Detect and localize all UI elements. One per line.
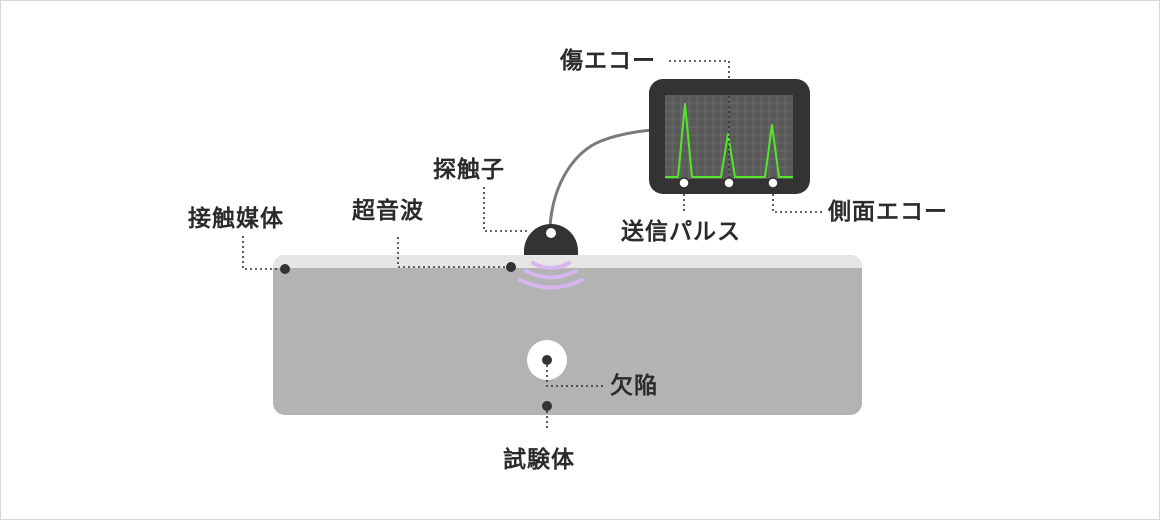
probe-cable (548, 128, 654, 228)
label-couplant: 接触媒体 (188, 206, 284, 232)
label-defect: 欠陥 (610, 373, 658, 399)
label-flaw-echo: 傷エコー (560, 48, 656, 74)
specimen-dot (542, 401, 552, 411)
label-ultrasonic-wave: 超音波 (352, 198, 424, 224)
waveform (665, 103, 793, 178)
transducer-leader (483, 187, 528, 232)
label-back-echo: 側面エコー (828, 199, 948, 225)
transmitted-pulse-marker (678, 177, 690, 189)
specimen-block (273, 255, 862, 415)
ultrasonic-wave-icon (518, 261, 584, 290)
leader-lines (242, 60, 823, 429)
ultrasonic-leader (397, 237, 511, 268)
flaw-echo-marker (723, 177, 735, 189)
defect-leader (546, 365, 604, 387)
label-transmitted-pulse: 送信パルス (621, 219, 741, 245)
specimen-body (273, 255, 862, 415)
couplant-layer (273, 255, 862, 268)
ultrasonic-dot (506, 262, 516, 272)
flaw-echo-leader (669, 60, 730, 177)
label-transducer: 探触子 (433, 157, 505, 183)
defect-icon (527, 340, 567, 380)
transducer-icon (524, 224, 578, 255)
couplant-dot (280, 264, 290, 274)
couplant-leader (242, 236, 285, 270)
back-echo-leader (772, 189, 823, 213)
label-specimen: 試験体 (503, 447, 575, 473)
back-echo-marker (767, 177, 779, 189)
